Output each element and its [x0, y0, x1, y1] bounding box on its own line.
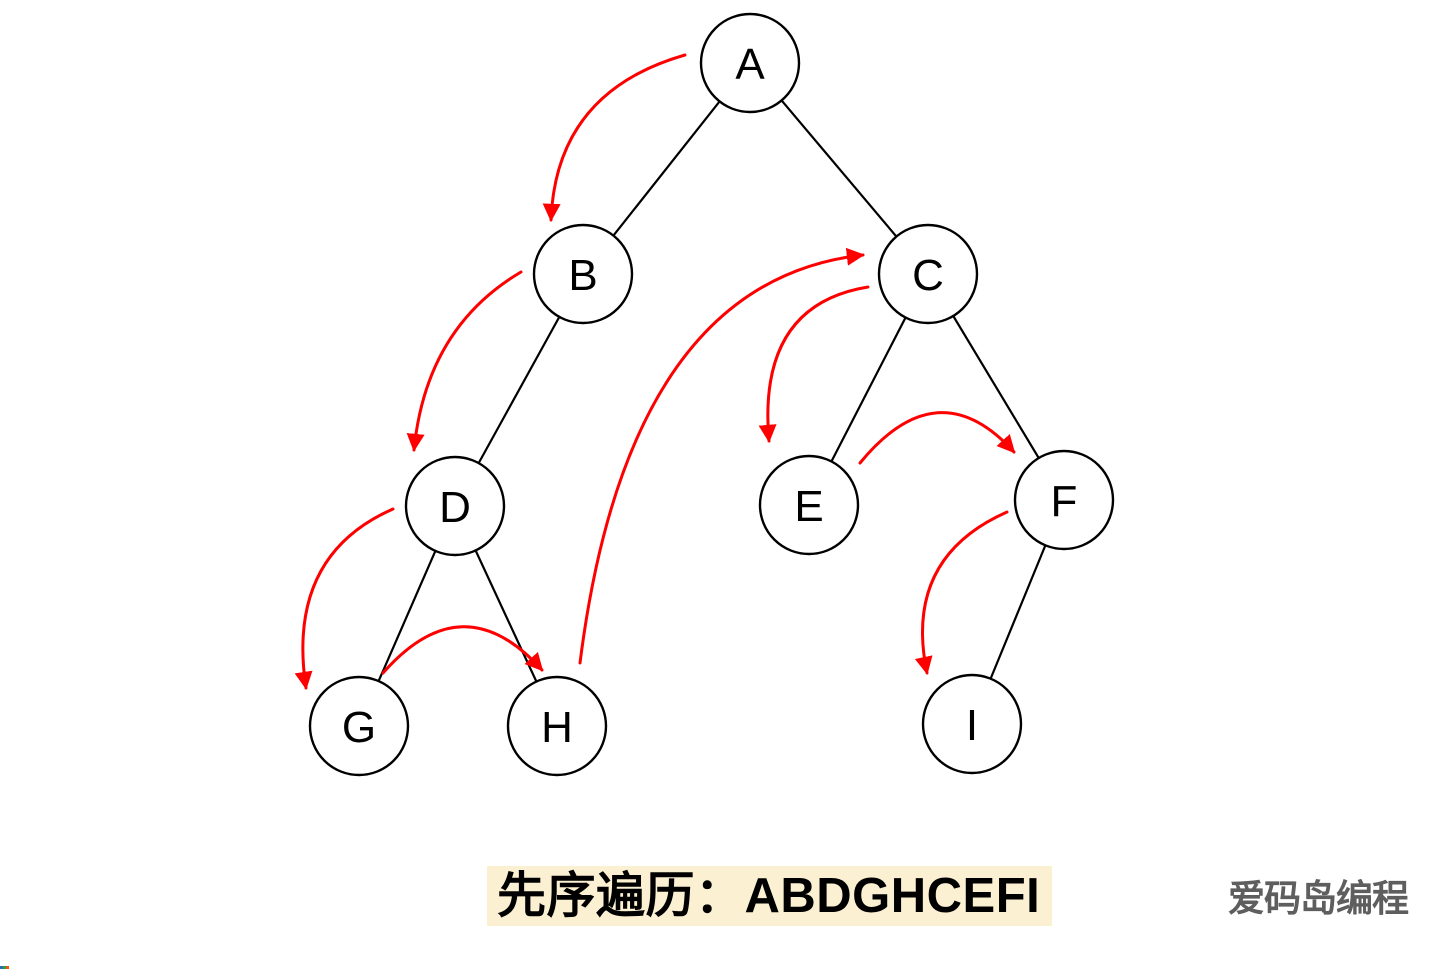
watermark-text: 爱码岛编程	[1228, 879, 1409, 920]
node-circle-B	[532, 223, 634, 325]
node-circle-G	[308, 675, 410, 777]
node-circle-F	[1013, 449, 1115, 551]
tree-node-A: A	[699, 12, 801, 114]
node-label-A: A	[735, 40, 765, 89]
tree-node-C: C	[877, 223, 979, 325]
traversal-arrows	[294, 53, 1016, 690]
tree-node-E: E	[758, 454, 860, 556]
node-label-F: F	[1051, 477, 1078, 526]
node-circle-C	[877, 223, 979, 325]
node-label-I: I	[966, 701, 978, 750]
tree-node-B: B	[532, 223, 634, 325]
tree-node-F: F	[1013, 449, 1115, 551]
node-circle-A	[699, 12, 801, 114]
node-circle-I	[921, 673, 1023, 775]
artifact-pixel	[3, 966, 6, 969]
screenshot-corner-artifact	[0, 966, 9, 969]
node-label-C: C	[912, 251, 944, 300]
artifact-pixel	[0, 966, 3, 969]
tree-node-I: I	[921, 673, 1023, 775]
traversal-arrow-G-H	[381, 625, 544, 675]
node-label-E: E	[794, 482, 823, 531]
node-label-D: D	[439, 483, 471, 532]
traversal-arrow-C-E	[758, 285, 870, 443]
traversal-arrow-E-F	[858, 411, 1016, 465]
preorder-traversal-caption: 先序遍历：ABDGHCEFI	[487, 866, 1053, 926]
traversal-arrow-H-C	[578, 247, 865, 665]
traversal-arrow-F-I	[914, 510, 1009, 675]
tree-node-D: D	[404, 455, 506, 557]
node-circle-E	[758, 454, 860, 556]
tree-nodes: A B C D E F G H I	[308, 12, 1115, 777]
node-circle-D	[404, 455, 506, 557]
traversal-arrow-B-D	[406, 270, 523, 452]
node-circle-H	[506, 675, 608, 777]
node-label-G: G	[342, 703, 376, 752]
node-label-H: H	[541, 703, 573, 752]
traversal-arrow-A-B	[542, 53, 687, 222]
tree-node-G: G	[308, 675, 410, 777]
node-label-B: B	[568, 251, 597, 300]
traversal-arrow-D-G	[294, 507, 395, 690]
tree-node-H: H	[506, 675, 608, 777]
artifact-pixel	[6, 966, 9, 969]
